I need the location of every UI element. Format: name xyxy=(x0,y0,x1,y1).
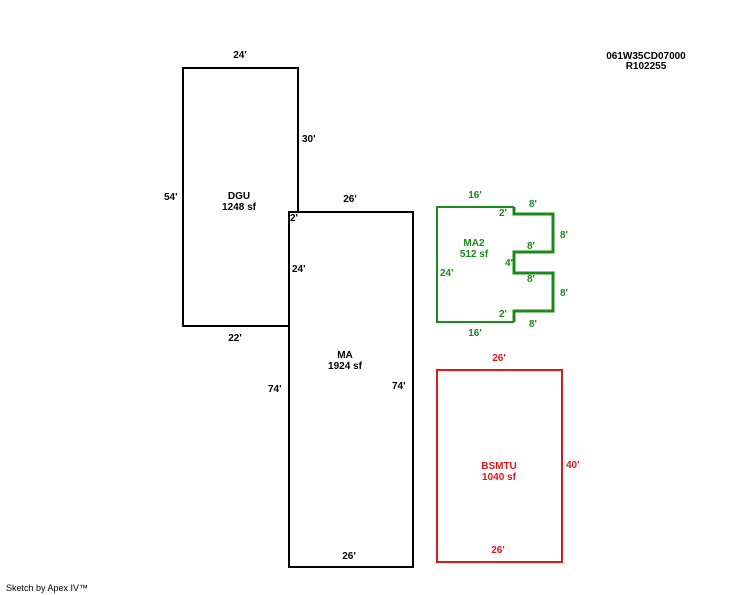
dgu-dim-top: 24' xyxy=(233,50,247,61)
ma2-dim-bottom-jog: 2' xyxy=(499,309,507,320)
dgu-label: DGU 1248 sf xyxy=(222,191,256,213)
ma2-dim-top-step: 8' xyxy=(529,199,537,210)
ma2-outline xyxy=(436,206,514,323)
ma2-dim-bottom-step: 8' xyxy=(529,319,537,330)
ma-name: MA xyxy=(337,350,353,361)
bsmtu-size: 1040 sf xyxy=(482,472,516,483)
ma2-size: 512 sf xyxy=(459,249,489,260)
ma2-dim-top: 16' xyxy=(468,190,482,201)
sketch-credit: Sketch by Apex IV™ xyxy=(6,583,89,593)
bsmtu-name: BSMTU xyxy=(481,461,517,472)
bsmtu-dim-bottom: 26' xyxy=(491,545,505,556)
dgu-outline xyxy=(182,67,299,327)
dgu-dim-bottom: 22' xyxy=(228,333,242,344)
parcel-id: 061W35CD07000 R102255 xyxy=(606,52,686,72)
parcel-account: R102255 xyxy=(625,61,667,72)
dgu-dim-right: 30' xyxy=(302,134,316,145)
ma-size: 1924 sf xyxy=(328,361,362,372)
ma2-dim-notch-bottom: 8' xyxy=(527,274,535,285)
ma2-outline-right xyxy=(512,207,555,322)
ma-dim-top: 26' xyxy=(343,194,357,205)
ma2-dim-upper-right: 8' xyxy=(560,230,568,241)
ma-label: MA 1924 sf xyxy=(328,350,362,372)
ma2-label: MA2 512 sf xyxy=(460,238,488,260)
ma-dim-left: 74' xyxy=(268,384,282,395)
dgu-name: DGU xyxy=(227,191,251,202)
ma2-dim-lower-right: 8' xyxy=(560,288,568,299)
ma-dim-left-upper: 24' xyxy=(292,264,306,275)
bsmtu-label: BSMTU 1040 sf xyxy=(481,461,517,483)
ma-dim-right: 74' xyxy=(392,381,406,392)
ma2-dim-bottom: 16' xyxy=(468,328,482,339)
bsmtu-dim-right: 40' xyxy=(566,460,580,471)
dgu-dim-left: 54' xyxy=(164,192,178,203)
bsmtu-dim-top: 26' xyxy=(492,353,506,364)
ma2-name: MA2 xyxy=(463,238,485,249)
ma2-dim-notch-top: 8' xyxy=(527,241,535,252)
bsmtu-outline xyxy=(436,369,563,563)
ma2-dim-notch-depth: 4' xyxy=(505,258,513,269)
ma2-dim-left: 24' xyxy=(440,268,454,279)
ma-dim-bottom: 26' xyxy=(342,551,356,562)
ma-outline xyxy=(288,211,414,568)
parcel-number: 061W35CD07000 xyxy=(606,51,686,62)
dgu-size: 1248 sf xyxy=(222,202,256,213)
ma-dim-jog: 2' xyxy=(290,213,298,224)
ma2-dim-top-jog: 2' xyxy=(499,208,507,219)
